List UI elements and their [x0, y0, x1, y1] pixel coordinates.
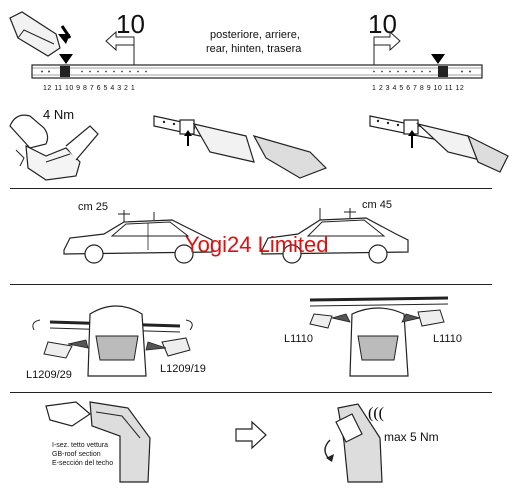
roof-section-hand-icon [45, 401, 151, 483]
svg-text:(((: ((( [368, 405, 384, 422]
roof-section-caption-gb: GB-roof section [52, 451, 101, 458]
bracket-sketch-icon [9, 11, 72, 57]
watermark-text: Yogi24 Limited [185, 232, 329, 257]
position-text-line-1: posteriore, arriere, [210, 29, 300, 41]
marker-left-icon [59, 54, 73, 64]
next-step-arrow-icon [235, 420, 267, 450]
left-position-number: 10 [116, 9, 145, 39]
scale-left: 12 11 10 9 8 7 6 5 4 3 2 1 [43, 85, 136, 92]
torque-label-2: max 5 Nm [384, 430, 439, 444]
model-code-left-a: L1209/29 [26, 369, 72, 381]
car-front-left-icon [32, 305, 193, 377]
position-text-line-2: rear, hinten, trasera [206, 43, 302, 55]
car-left-icon [63, 210, 213, 264]
roof-section-captions: I-sez. tetto vettura GB-roof section E-s… [52, 441, 113, 468]
car-right-label: cm 45 [362, 199, 392, 211]
hand-tighten-icon [9, 114, 99, 181]
model-code-left-b: L1209/19 [160, 363, 206, 375]
arrow-left-icon [105, 30, 135, 70]
model-code-right-a: L1110 [284, 333, 313, 345]
model-code-right-b: L1110 [433, 333, 462, 345]
foot-closeup-2-icon [369, 115, 509, 173]
divider-1 [10, 188, 492, 189]
divider-2 [10, 284, 492, 285]
torque-label-1: 4 Nm [43, 107, 75, 122]
roof-section-caption-es: E-sección del techo [52, 460, 114, 467]
tightening-step-icon: ((( [324, 403, 384, 483]
foot-closeup-1-icon [153, 115, 328, 179]
car-front-right-icon [309, 296, 449, 377]
car-right-icon [261, 208, 409, 264]
marker-right-icon [431, 54, 445, 64]
roof-rail [31, 64, 483, 79]
divider-3 [10, 392, 492, 393]
scale-right: 1 2 3 4 5 6 7 8 9 10 11 12 [372, 85, 465, 92]
roof-section-caption-it: I-sez. tetto vettura [52, 442, 109, 449]
car-left-label: cm 25 [78, 201, 108, 213]
